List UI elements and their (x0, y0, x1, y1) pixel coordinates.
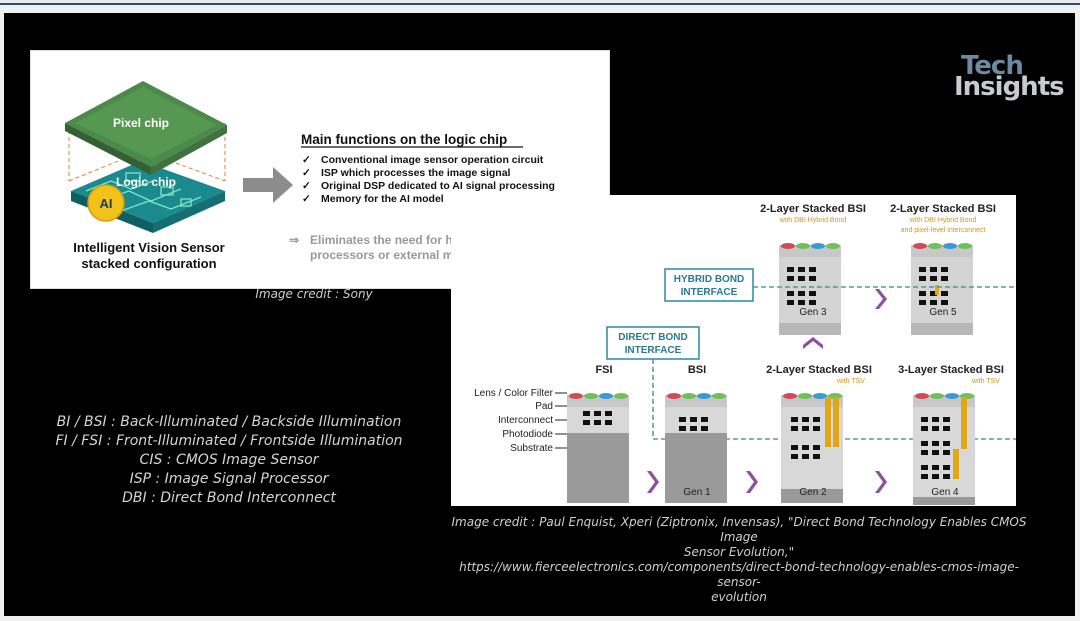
credit-line: Image credit : Paul Enquist, Xperi (Zipt… (451, 515, 1027, 544)
ai-badge (87, 184, 125, 222)
credit-url-line: evolution (711, 590, 767, 604)
layer-labels: Lens / Color Filter Pad Interconnect Pho… (474, 388, 554, 454)
chevron-up-icon (803, 337, 823, 349)
gen5-subtitle-1: with DBI Hybrid Bond (909, 217, 977, 224)
check-icon: ✓ (302, 154, 311, 166)
slide: Tech Insights (4, 13, 1075, 616)
gen4-title: 3-Layer Stacked BSI (898, 364, 1004, 376)
chevron-right-icon (875, 471, 887, 493)
credit-url-line: https://www.fierceelectronics.com/compon… (459, 560, 1019, 589)
gen1-label: Gen 1 (683, 487, 711, 498)
gen3-device (779, 243, 841, 335)
check-icon: ✓ (302, 180, 311, 192)
layer-label: Lens / Color Filter (474, 388, 554, 399)
sony-image-credit: Image credit : Sony (255, 287, 373, 301)
xperi-image-credit: Image credit : Paul Enquist, Xperi (Zipt… (444, 515, 1034, 605)
sensor-evolution-diagram: 2-Layer Stacked BSI with DBI Hybrid Bond… (474, 203, 1016, 505)
abbreviation-item: FI / FSI : Front-Illuminated / Frontside… (55, 433, 403, 449)
function-item: Original DSP dedicated to AI signal proc… (321, 180, 555, 192)
gen2-subtitle: with TSV (836, 378, 865, 385)
hybrid-bond-box (664, 268, 754, 302)
pixel-chip-layer (65, 81, 227, 175)
check-icon: ✓ (302, 167, 311, 179)
sensor-caption-line2: stacked configuration (81, 256, 216, 271)
gen3-title: 2-Layer Stacked BSI (760, 203, 866, 215)
hybrid-bond-label-1: HYBRID BOND (674, 274, 745, 285)
abbreviation-item: BI / BSI : Back-Illuminated / Backside I… (56, 414, 402, 430)
gen3-subtitle: with DBI Hybrid Bond (779, 217, 847, 224)
check-icon: ✓ (302, 193, 311, 205)
logic-functions-heading: Main functions on the logic chip (301, 132, 507, 147)
direct-bond-label-2: INTERFACE (625, 345, 682, 356)
gen2-device (781, 393, 843, 503)
gen2-label: Gen 2 (799, 487, 827, 498)
layer-leader-lines (555, 392, 567, 449)
abbreviation-item: DBI : Direct Bond Interconnect (122, 490, 336, 506)
function-item: Memory for the AI model (321, 193, 444, 205)
gen3-label: Gen 3 (799, 307, 827, 318)
functions-list: ✓ Conventional image sensor operation ci… (302, 154, 555, 205)
right-arrow-icon (243, 167, 293, 203)
gen4-subtitle: with TSV (971, 378, 1000, 385)
gen5-device (911, 243, 973, 335)
fsi-device (567, 393, 629, 503)
logo-word-tech: Tech (961, 51, 1024, 81)
layer-label: Interconnect (498, 415, 553, 426)
pixel-chip-label: Pixel chip (113, 116, 169, 130)
bsi-title: BSI (688, 364, 706, 376)
function-item: Conventional image sensor operation circ… (321, 154, 544, 166)
logo-word-insights: Insights (954, 72, 1065, 102)
chevron-right-icon (875, 289, 887, 309)
abbreviation-item: ISP : Image Signal Processor (129, 471, 329, 487)
gen4-label: Gen 4 (931, 487, 959, 498)
gen2-title: 2-Layer Stacked BSI (766, 364, 872, 376)
fsi-title: FSI (595, 364, 612, 376)
implication-arrow-icon: ⇒ (289, 233, 299, 247)
chevron-right-icon (647, 471, 659, 493)
window-top-bar (0, 0, 1080, 3)
sensor-evolution-panel: 2-Layer Stacked BSI with DBI Hybrid Bond… (451, 195, 1016, 506)
chevron-right-icon (746, 471, 758, 493)
gen5-title: 2-Layer Stacked BSI (890, 203, 996, 215)
direct-bond-label-1: DIRECT BOND (618, 332, 687, 343)
credit-line: Sensor Evolution," (683, 545, 795, 559)
implication-note-line2: processors or external memory (310, 248, 490, 262)
sensor-caption-line1: Intelligent Vision Sensor (73, 240, 224, 255)
layer-label: Substrate (510, 443, 553, 454)
abbreviation-item: CIS : CMOS Image Sensor (139, 452, 319, 468)
techinsights-logo: Tech Insights (954, 47, 1065, 107)
direct-bond-box (606, 326, 700, 360)
abbreviation-list: BI / BSI : Back-Illuminated / Backside I… (44, 413, 414, 508)
window-top-line (0, 3, 1080, 5)
function-item: ISP which processes the image signal (321, 167, 511, 179)
ai-badge-label: AI (100, 196, 113, 211)
layer-label: Pad (535, 401, 553, 412)
hybrid-bond-label-2: INTERFACE (681, 287, 738, 298)
direct-bond-dashed-line (652, 359, 1016, 440)
gen5-subtitle-2: and pixel-level interconnect (901, 227, 986, 234)
gen4-device (913, 393, 975, 505)
gen5-label: Gen 5 (929, 307, 957, 318)
gen1-device (665, 393, 727, 503)
sony-stack-diagram: Pixel chip Logic chip AI Intelligent Vis… (65, 81, 555, 271)
logic-chip-label: Logic chip (116, 175, 176, 189)
layer-label: Photodiode (502, 429, 553, 440)
